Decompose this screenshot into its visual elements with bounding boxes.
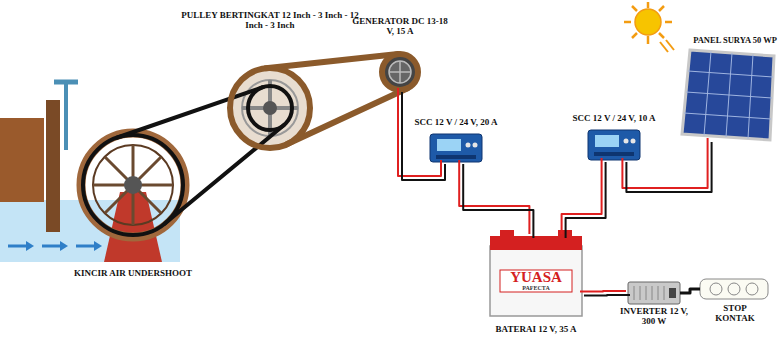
solar-panel-node: PANEL SURYA 50 WP <box>682 50 774 140</box>
gate-handle <box>54 80 78 85</box>
brand-text: YUASA <box>500 269 572 286</box>
battery-node: YUASAPAFECTABATERAI 12 V, 35 A <box>490 236 582 316</box>
component-label: SCC 12 V / 24 V, 10 A <box>562 113 666 123</box>
component-label: PANEL SURYA 50 WP <box>678 36 777 46</box>
component-label: SCC 12 V / 24 V, 20 A <box>404 117 508 127</box>
battery <box>490 230 582 316</box>
gate-rod <box>64 82 68 150</box>
power-strip <box>700 279 768 299</box>
component-label: STOP KONTAK <box>708 303 762 324</box>
water-wheel-node: KINCIR AIR UNDERSHOOT <box>78 130 188 240</box>
generator-node: GENERATOR DC 13-18 V, 15 A <box>382 54 418 90</box>
power-strip-node: STOP KONTAK <box>700 279 768 299</box>
dc-generator <box>382 54 418 90</box>
charge-controller-node: SCC 12 V / 24 V, 10 A <box>588 130 640 160</box>
drive-belt <box>230 54 418 148</box>
component-label: INVERTER 12 V, 300 W <box>618 306 690 327</box>
power-cable <box>398 88 445 180</box>
charge-controller <box>588 130 640 160</box>
dam-wall <box>0 118 44 202</box>
gate-post <box>46 100 60 232</box>
charge-controller <box>430 134 482 162</box>
water-wheel <box>81 133 185 237</box>
component-label: BATERAI 12 V, 35 A <box>484 324 588 334</box>
inverter-node: INVERTER 12 V, 300 W <box>628 282 680 304</box>
pulley-node: PULLEY BERTINGKAT 12 Inch - 3 Inch - 12 … <box>228 66 312 150</box>
inverter <box>628 282 680 304</box>
power-cable <box>580 291 630 296</box>
component-label: GENERATOR DC 13-18 V, 15 A <box>348 16 452 37</box>
component-label: PULLEY BERTINGKAT 12 Inch - 3 Inch - 12 … <box>180 10 360 31</box>
power-cable <box>680 289 700 293</box>
sun <box>624 2 674 52</box>
power-cable <box>562 158 606 238</box>
solar-panel <box>682 50 774 140</box>
charge-controller-node: SCC 12 V / 24 V, 20 A <box>430 134 482 162</box>
power-cable <box>459 160 533 238</box>
power-cable <box>622 138 711 192</box>
component-label: KINCIR AIR UNDERSHOOT <box>53 268 213 278</box>
model-text: PAFECTA <box>500 285 572 292</box>
drive-belt <box>83 86 292 235</box>
